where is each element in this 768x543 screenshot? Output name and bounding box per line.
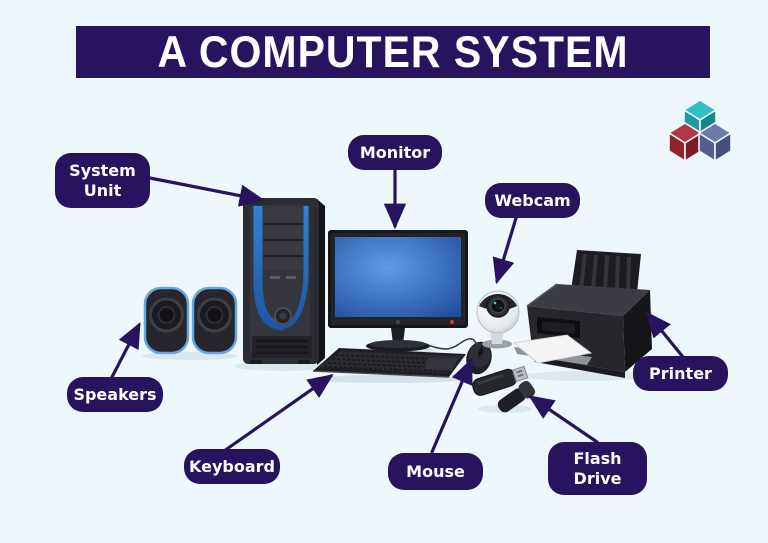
speakers-icon [142,286,238,360]
arrow-to-flash-drive [528,395,599,444]
three-cubes-logo [668,99,732,162]
printer-paper [512,334,593,364]
monitor-brand-dot [450,320,454,324]
mouse-cable [427,337,477,350]
mouse-icon [427,337,492,375]
label-speakers: Speakers [67,377,163,412]
title-banner: A COMPUTER SYSTEM [76,26,710,78]
arrow-to-speakers [110,322,141,379]
blue-cube-icon [698,122,732,162]
arrow-to-printer [645,311,685,359]
label-system-unit: System Unit [55,153,150,208]
label-mouse: Mouse [388,453,483,490]
page-title: A COMPUTER SYSTEM [157,26,629,77]
label-keyboard: Keyboard [184,449,280,484]
monitor-icon [328,230,468,354]
monitor-screen [335,237,461,317]
label-webcam: Webcam [485,183,580,218]
arrow-to-keyboard [222,374,334,453]
label-monitor: Monitor [348,135,442,170]
flash-drives-icon [472,365,536,413]
printer-icon [512,250,652,381]
label-printer: Printer [633,356,728,391]
system-unit-tower-icon [234,198,330,371]
keyboard-icon [312,348,466,383]
arrow-to-system-unit [148,176,266,207]
webcam-icon [476,290,520,349]
arrows [110,168,685,454]
red-cube-icon [668,122,702,162]
label-flash-drive: Flash Drive [548,442,647,495]
arrow-to-mouse [430,358,473,454]
arrow-to-webcam [492,216,518,285]
